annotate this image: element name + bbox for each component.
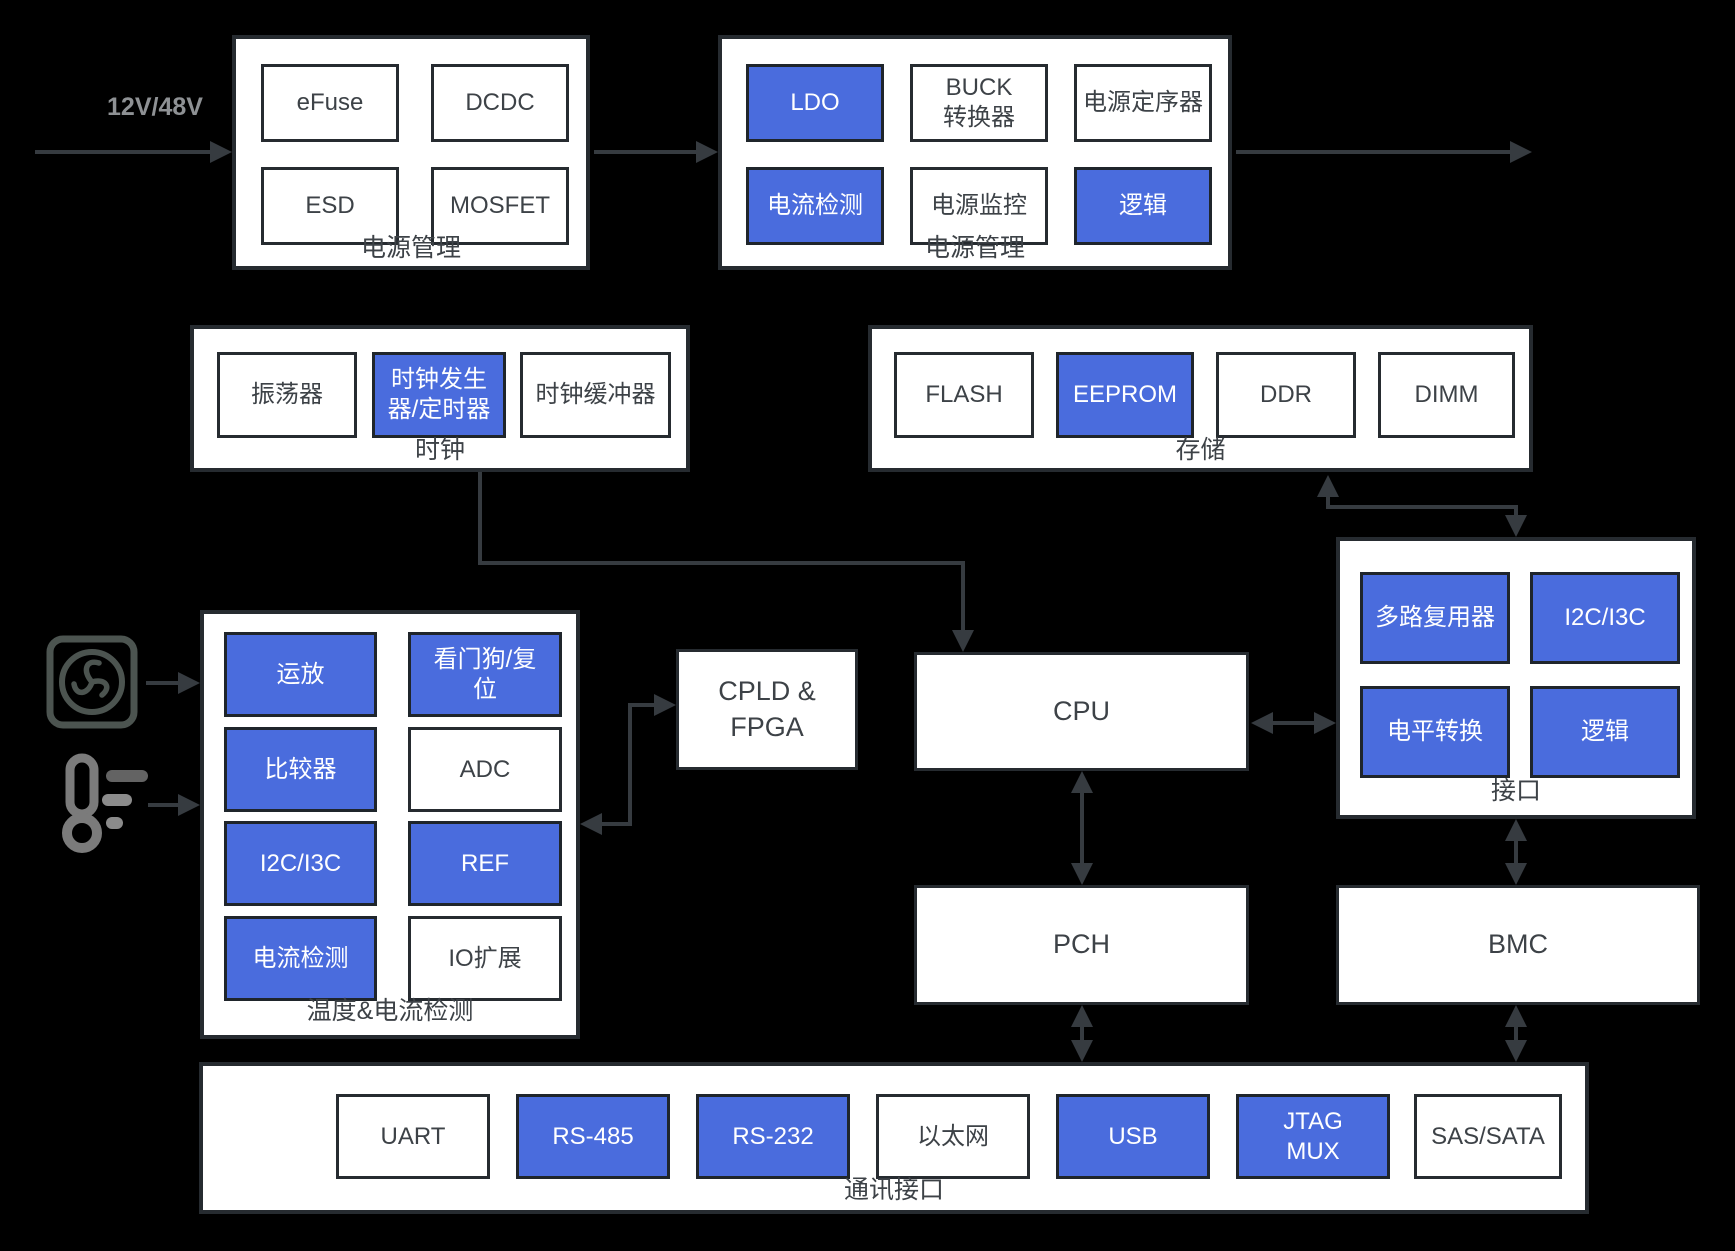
box-opamp: 运放 [224,632,377,717]
box-usb: USB [1056,1094,1210,1179]
box-power-sequencer: 电源定序器 [1074,64,1212,142]
box-current-sense: 电流检测 [746,167,884,245]
line-segment [35,150,212,154]
line-segment [1262,721,1326,725]
box-uart: UART [336,1094,490,1179]
group-label-comm-interface: 通讯接口 [843,1176,944,1204]
box-watchdog-reset: 看门狗/复 位 [408,632,562,717]
box-clock-generator-timer: 时钟发生 器/定时器 [372,352,506,438]
arrowhead-up [1071,1005,1093,1027]
box-dimm: DIMM [1378,352,1515,438]
arrowhead-down [1505,863,1527,885]
arrowhead-left [1251,712,1273,734]
box-adc: ADC [408,727,562,812]
line-segment [1514,1013,1518,1055]
box-buck-converter: BUCK 转换器 [910,64,1048,142]
box-efuse: eFuse [261,64,399,142]
group-label-power-mgmt-1: 电源管理 [360,234,461,262]
box-ref: REF [408,821,562,906]
line-segment [478,561,965,565]
line-segment [146,681,180,685]
arrowhead-right [696,141,718,163]
box-i2c-i3c: I2C/I3C [224,821,377,906]
node-pch: PCH [914,885,1249,1005]
line-segment [478,472,482,565]
node-bmc: BMC [1336,885,1700,1005]
box-logic-2: 逻辑 [1530,686,1680,778]
box-oscillator: 振荡器 [217,352,357,438]
group-comm-interface: UART RS-485 RS-232 以太网 USB JTAG MUX SAS/… [199,1062,1589,1214]
box-sas-sata: SAS/SATA [1414,1094,1562,1179]
line-segment [598,822,632,826]
node-cpld-fpga: CPLD & FPGA [676,649,858,770]
box-current-sense-2: 电流检测 [224,916,377,1001]
box-ethernet: 以太网 [876,1094,1030,1179]
arrowhead-up [1071,771,1093,793]
arrowhead-down [952,630,974,652]
line-segment [148,803,180,807]
thermometer-icon [40,752,150,862]
fan-icon [44,633,140,736]
arrowhead-down [1505,515,1527,537]
group-label-interface: 接口 [1490,777,1541,805]
box-ldo: LDO [746,64,884,142]
group-label-storage: 存储 [1175,436,1226,464]
arrowhead-down [1505,1040,1527,1062]
line-segment [594,150,698,154]
group-power-mgmt-2: LDO BUCK 转换器 电源定序器 电流检测 电源监控 逻辑 电源管理 [718,35,1232,270]
arrowhead-down [1071,1040,1093,1062]
box-clock-buffer: 时钟缓冲器 [520,352,671,438]
line-segment [1326,494,1330,509]
group-label-power-mgmt-2: 电源管理 [924,234,1025,262]
arrowhead-right [210,141,232,163]
line-segment [1514,827,1518,877]
line-segment [1514,505,1518,519]
arrowhead-right [1314,712,1336,734]
group-label-clock: 时钟 [414,436,465,464]
box-rs485: RS-485 [516,1094,670,1179]
box-flash: FLASH [894,352,1034,438]
group-temp-current: 运放 看门狗/复 位 比较器 ADC I2C/I3C REF 电流检测 IO扩展… [200,610,580,1039]
line-segment [1080,779,1084,877]
box-eeprom: EEPROM [1056,352,1194,438]
arrowhead-up [1505,1005,1527,1027]
box-level-shifter: 电平转换 [1360,686,1510,778]
line-segment [628,703,632,826]
line-segment [961,561,965,632]
box-logic: 逻辑 [1074,167,1212,245]
box-multiplexer: 多路复用器 [1360,572,1510,664]
input-voltage-label: 12V/48V [107,93,203,121]
box-dcdc: DCDC [431,64,569,142]
group-interface: 多路复用器 I2C/I3C 电平转换 逻辑 接口 [1336,537,1696,819]
group-power-mgmt-1: eFuse DCDC ESD MOSFET 电源管理 [232,35,590,270]
line-segment [630,703,658,707]
line-segment [1236,150,1512,154]
arrowhead-up [1505,819,1527,841]
arrowhead-right [178,672,200,694]
arrowhead-right [654,694,676,716]
box-esd: ESD [261,167,399,245]
arrowhead-right [1510,141,1532,163]
box-jtag-mux: JTAG MUX [1236,1094,1390,1179]
group-clock: 振荡器 时钟发生 器/定时器 时钟缓冲器 时钟 [190,325,690,472]
box-i2c-i3c-2: I2C/I3C [1530,572,1680,664]
node-cpu: CPU [914,652,1249,771]
arrowhead-right [178,794,200,816]
arrowhead-up [1317,475,1339,497]
box-mosfet: MOSFET [431,167,569,245]
group-label-temp-current: 温度&电流检测 [306,997,474,1025]
box-power-monitor: 电源监控 [910,167,1048,245]
box-ddr: DDR [1216,352,1356,438]
box-rs232: RS-232 [696,1094,850,1179]
line-segment [1080,1013,1084,1055]
arrowhead-down [1071,863,1093,885]
arrowhead-left [580,813,602,835]
box-comparator: 比较器 [224,727,377,812]
box-io-expander: IO扩展 [408,916,562,1001]
line-segment [1326,505,1518,509]
group-storage: FLASH EEPROM DDR DIMM 存储 [868,325,1533,472]
